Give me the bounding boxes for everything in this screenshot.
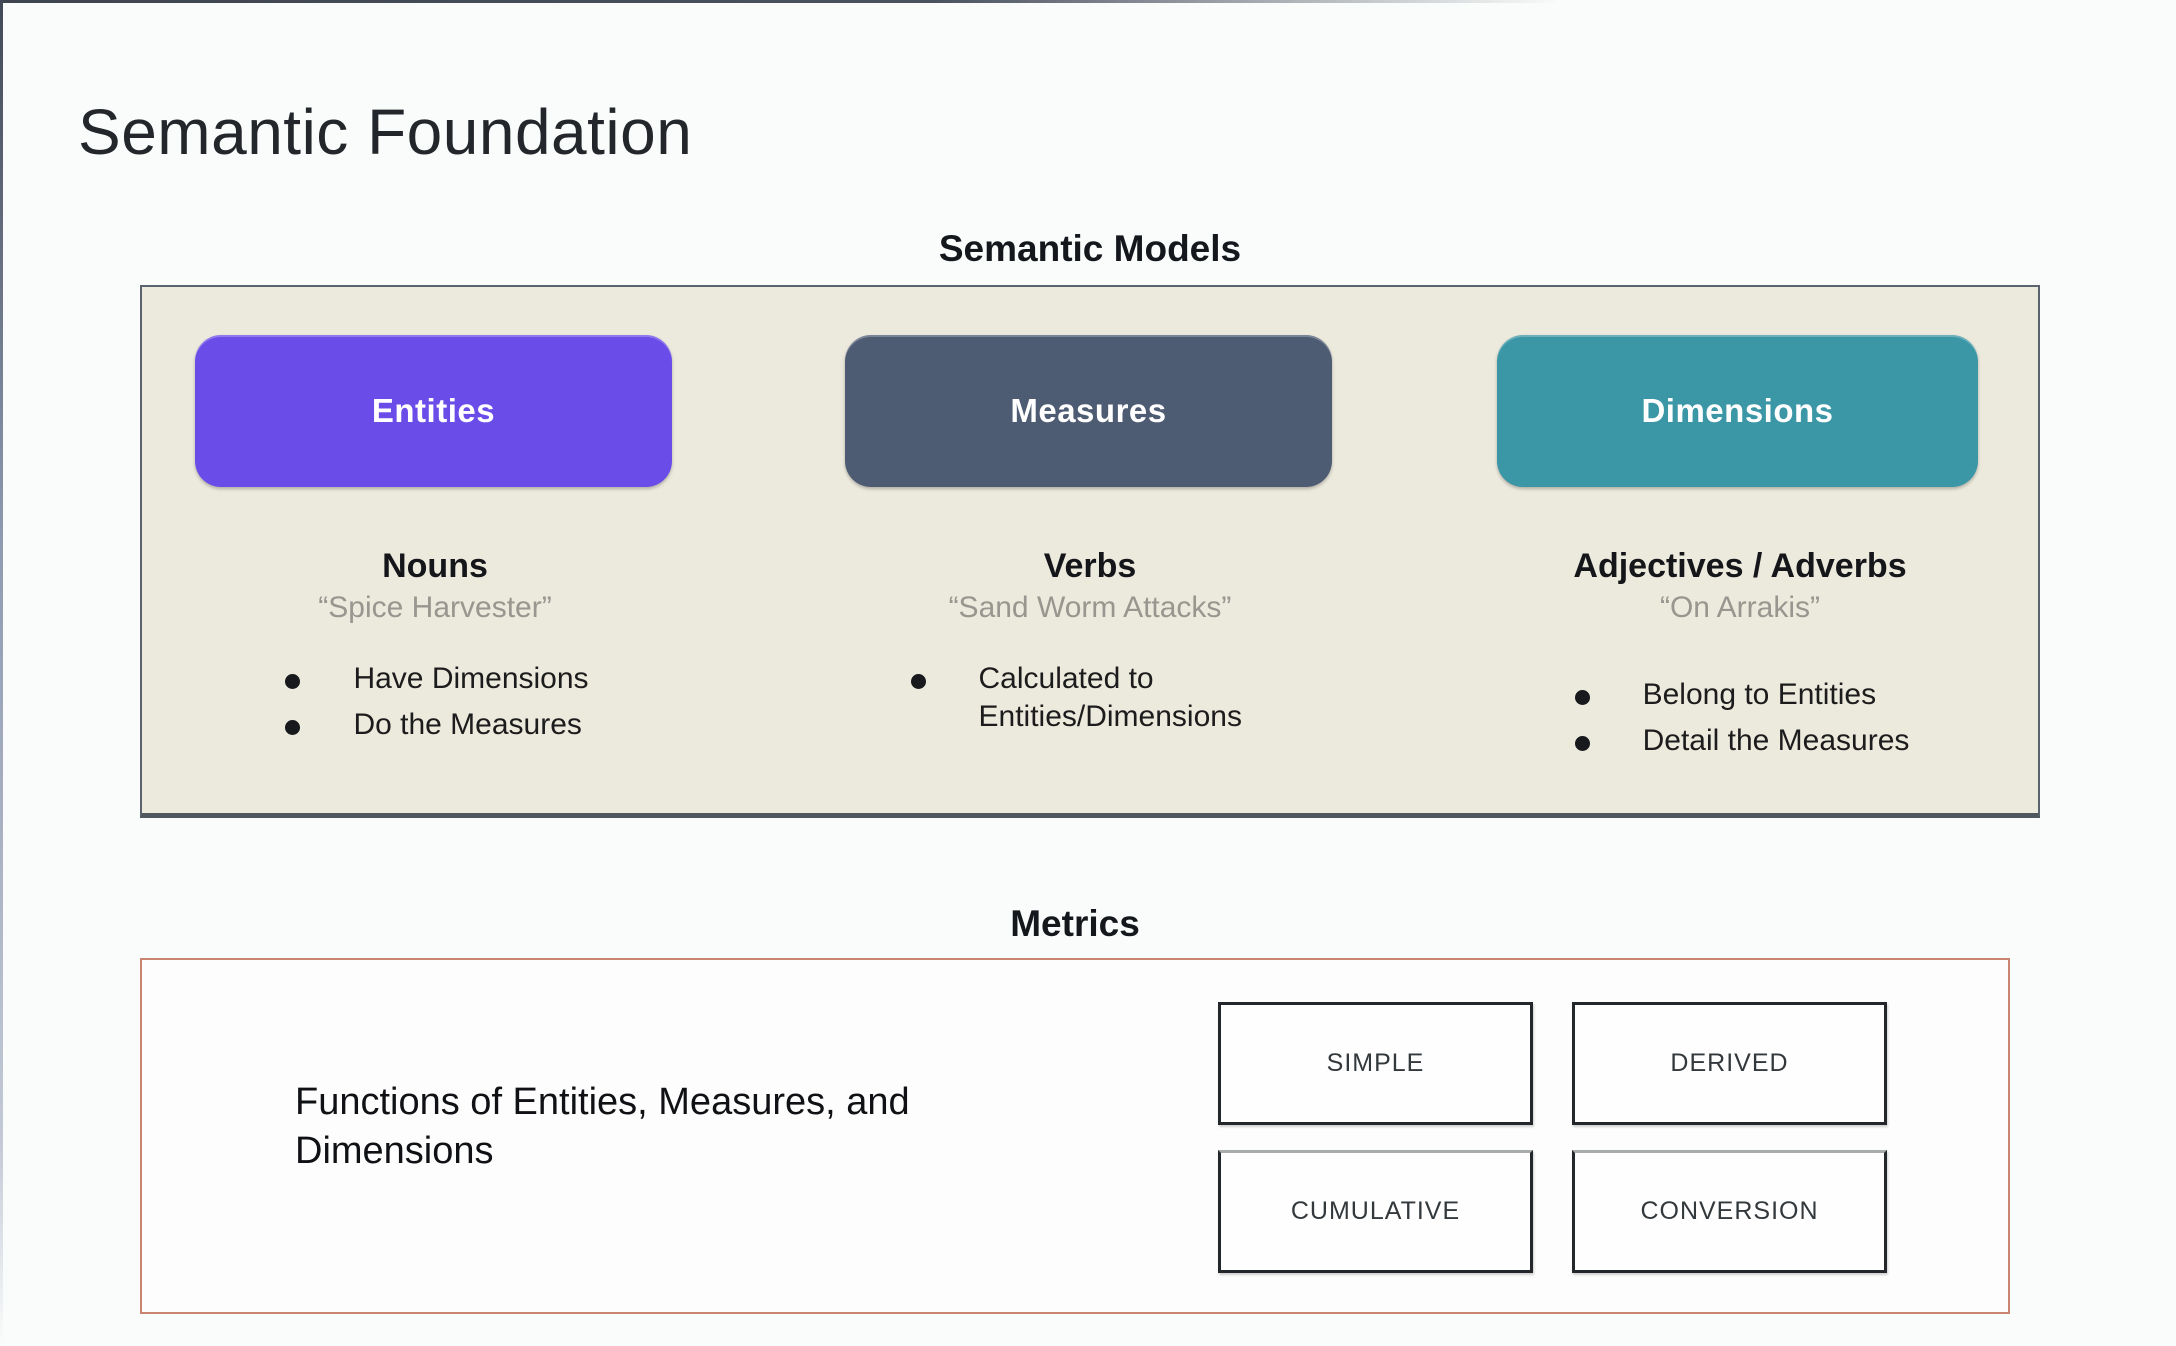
measures-pill: Measures [845, 335, 1332, 487]
metric-type-conversion: CONVERSION [1572, 1150, 1887, 1273]
list-item: Belong to Entities [1571, 676, 1910, 714]
dimensions-part-of-speech: Adjectives / Adverbs [1573, 547, 1907, 585]
metrics-description: Functions of Entities, Measures, and Dim… [295, 1081, 910, 1172]
semantic-models-heading: Semantic Models [938, 228, 1242, 269]
list-item: Do the Measures [281, 706, 588, 744]
page-title: Semantic Foundation [78, 95, 693, 168]
list-item: Have Dimensions [281, 660, 589, 698]
metric-type-simple: SIMPLE [1218, 1002, 1533, 1125]
entities-bullet-list: Have Dimensions Do the Measures [165, 660, 705, 751]
measures-part-of-speech: Verbs [1043, 547, 1137, 585]
measures-bullet-list: Calculated to Entities/Dimensions [800, 660, 1380, 743]
metrics-heading: Metrics [1010, 903, 1140, 944]
metric-type-cumulative: CUMULATIVE [1218, 1150, 1533, 1273]
measures-example: “Sand Worm Attacks” [948, 591, 1232, 625]
entities-column-header: Nouns “Spice Harvester” [165, 547, 705, 625]
dimensions-bullet-list: Belong to Entities Detail the Measures [1445, 676, 2035, 767]
list-item: Detail the Measures [1571, 722, 1909, 760]
measures-column-header: Verbs “Sand Worm Attacks” [800, 547, 1380, 625]
dimensions-column-header: Adjectives / Adverbs “On Arrakis” [1445, 547, 2035, 625]
dimensions-example: “On Arrakis” [1659, 591, 1821, 625]
metric-type-derived: DERIVED [1572, 1002, 1887, 1125]
list-item: Calculated to Entities/Dimensions [907, 660, 1274, 735]
entities-part-of-speech: Nouns [382, 547, 488, 585]
frame-edge-left [0, 0, 3, 1346]
entities-pill: Entities [195, 335, 672, 487]
frame-edge-top [0, 0, 1560, 3]
entities-example: “Spice Harvester” [318, 591, 552, 625]
dimensions-pill: Dimensions [1497, 335, 1978, 487]
